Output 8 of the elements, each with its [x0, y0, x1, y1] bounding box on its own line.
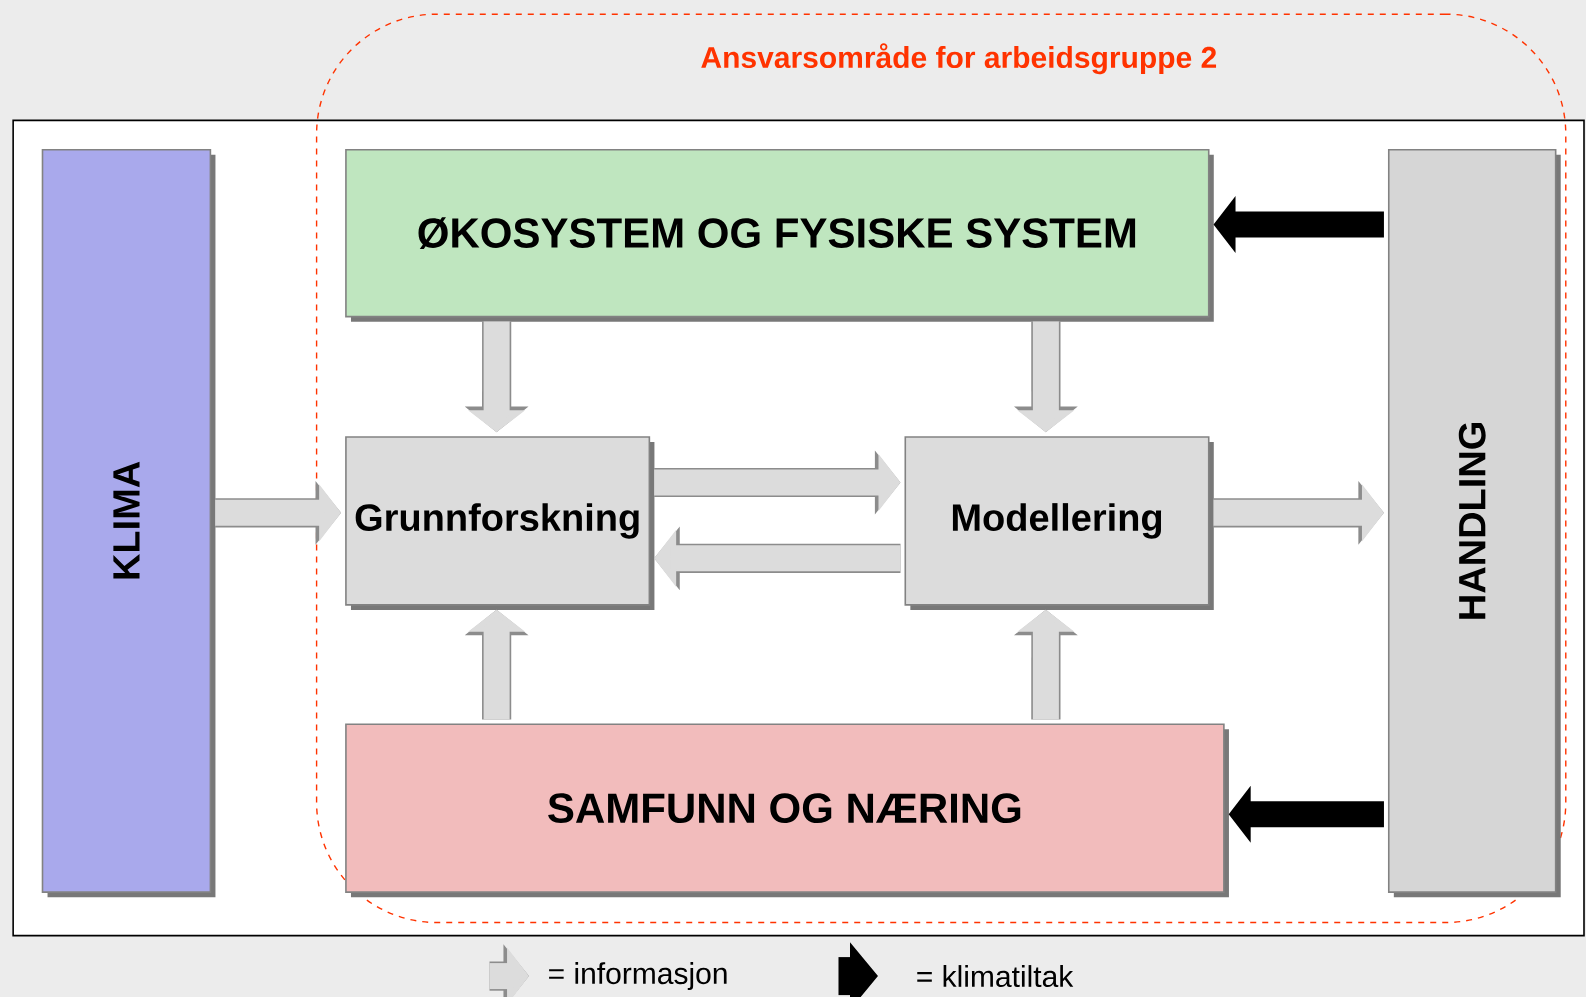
- legend-text: = informasjon: [549, 962, 727, 991]
- ecosystem-box: ØKOSYSTEM OG FYSISKE SYSTEM: [345, 148, 1214, 322]
- climate-bar: KLIMA: [41, 148, 216, 898]
- legend-text: = klimatiltak: [917, 965, 1074, 988]
- society-box: SAMFUNN OG NÆRING: [345, 723, 1229, 898]
- process-box: Modellering: [904, 436, 1214, 610]
- action-bar: HANDLING: [1387, 148, 1561, 898]
- process-box: Grunnforskning: [345, 436, 655, 610]
